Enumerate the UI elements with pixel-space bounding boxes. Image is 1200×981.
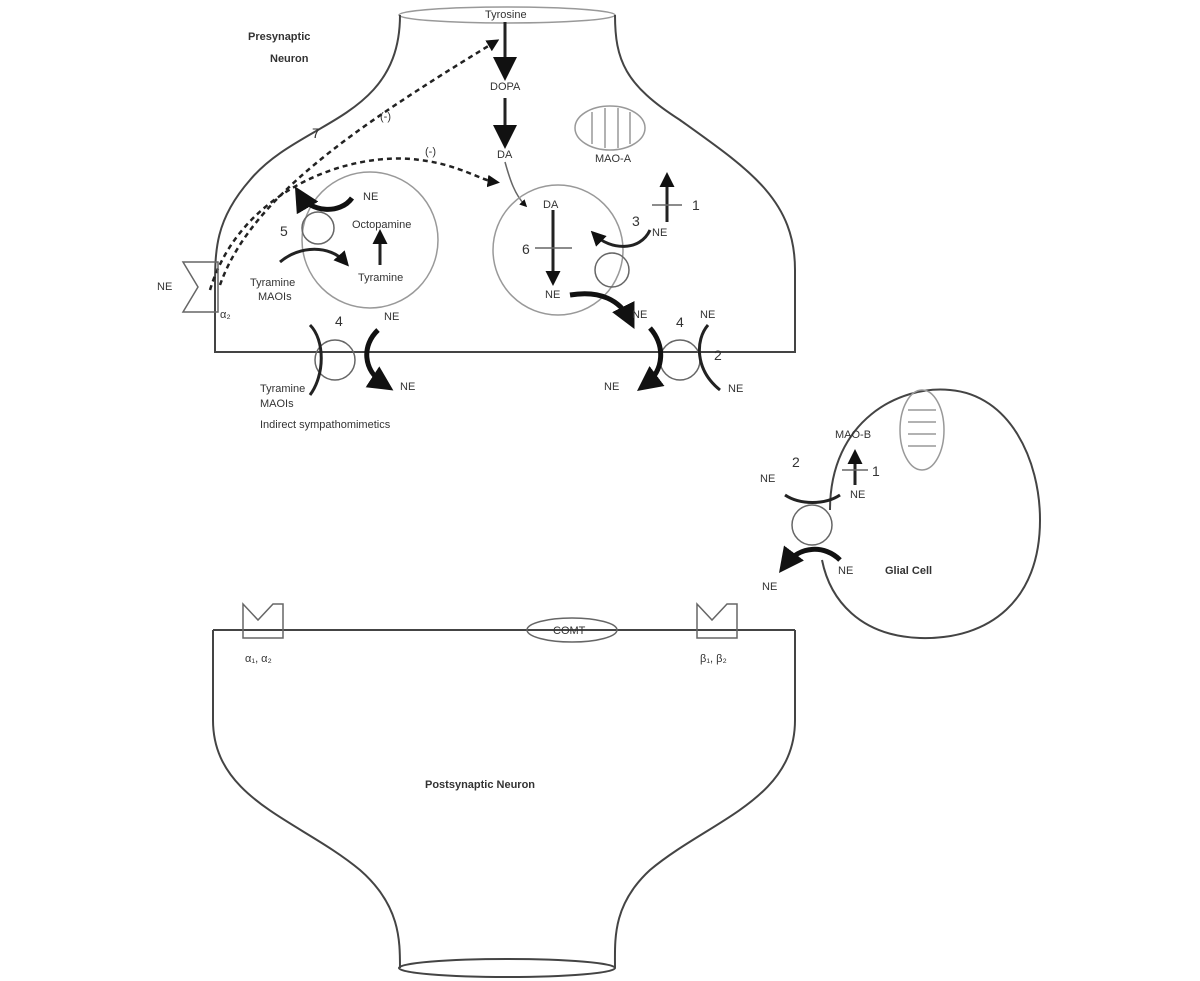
mitochondrion-icon bbox=[574, 105, 646, 151]
postsynaptic-title: Postsynaptic Neuron bbox=[425, 779, 535, 791]
net-transporter-left bbox=[308, 323, 394, 396]
drug-label: MAOIs bbox=[258, 291, 292, 303]
drug-label: Tyramine bbox=[250, 277, 295, 289]
ne-label: NE bbox=[850, 489, 865, 501]
presynaptic-neuron bbox=[214, 6, 796, 353]
step-label: 3 bbox=[632, 213, 640, 229]
step-label: 2 bbox=[714, 347, 722, 363]
presynaptic-title: Neuron bbox=[270, 53, 309, 65]
receptor-label: α₂ bbox=[220, 309, 231, 321]
dopa-label: DOPA bbox=[490, 81, 521, 93]
vesicle-right bbox=[492, 184, 652, 329]
ne-label: NE bbox=[700, 309, 715, 321]
drug-label: Tyramine bbox=[260, 383, 305, 395]
vmat-transporter bbox=[301, 211, 335, 245]
net-transporter-glial bbox=[778, 449, 868, 573]
alpha2-feedback bbox=[208, 39, 500, 291]
tyramine-label: Tyramine bbox=[358, 272, 403, 284]
ne-label: NE bbox=[652, 227, 667, 239]
receptor-label: α₁, α₂ bbox=[245, 653, 272, 665]
ne-label: NE bbox=[838, 565, 853, 577]
mitochondrion-icon bbox=[899, 389, 945, 471]
receptor-label: β₁, β₂ bbox=[700, 653, 727, 665]
step-label: 7 bbox=[312, 125, 320, 141]
glial-cell bbox=[821, 388, 1042, 640]
ne-label: NE bbox=[545, 289, 560, 301]
octopamine-label: Octopamine bbox=[352, 219, 411, 231]
comt-enzyme bbox=[526, 617, 618, 643]
step-label: 1 bbox=[692, 197, 700, 213]
step-label: 4 bbox=[676, 314, 684, 330]
ne-label: NE bbox=[728, 383, 743, 395]
step-label: 4 bbox=[335, 313, 343, 329]
net-transporter-right bbox=[637, 324, 721, 392]
mao-a-label: MAO-A bbox=[595, 153, 632, 165]
drug-label: MAOIs bbox=[260, 398, 294, 410]
ne-label: NE bbox=[762, 581, 777, 593]
inhibition-label: (-) bbox=[425, 146, 436, 158]
vmat-transporter bbox=[594, 252, 630, 288]
ne-label: NE bbox=[384, 311, 399, 323]
postsynaptic-neuron bbox=[212, 629, 796, 978]
ne-label: NE bbox=[400, 381, 415, 393]
ne-label: NE bbox=[157, 281, 172, 293]
glial-cell-title: Glial Cell bbox=[885, 565, 932, 577]
ne-label: NE bbox=[760, 473, 775, 485]
alpha2-receptor bbox=[181, 261, 219, 313]
step-label: 5 bbox=[280, 223, 288, 239]
vesicle-left bbox=[279, 171, 439, 309]
beta-receptor bbox=[696, 602, 738, 639]
tyrosine-label: Tyrosine bbox=[485, 9, 527, 21]
ne-label: NE bbox=[363, 191, 378, 203]
alpha-receptor bbox=[242, 602, 284, 639]
drug-label: Indirect sympathomimetics bbox=[260, 419, 391, 431]
comt-label: COMT bbox=[553, 625, 586, 637]
da-label: DA bbox=[543, 199, 559, 211]
da-label: DA bbox=[497, 149, 513, 161]
mao-b-label: MAO-B bbox=[835, 429, 871, 441]
ne-label: NE bbox=[632, 309, 647, 321]
step-label: 1 bbox=[872, 463, 880, 479]
inhibition-label: (-) bbox=[380, 111, 391, 123]
step-label: 2 bbox=[792, 454, 800, 470]
ne-label: NE bbox=[604, 381, 619, 393]
step-label: 6 bbox=[522, 241, 530, 257]
presynaptic-title: Presynaptic bbox=[248, 31, 310, 43]
synthesis-pathway bbox=[493, 22, 528, 208]
